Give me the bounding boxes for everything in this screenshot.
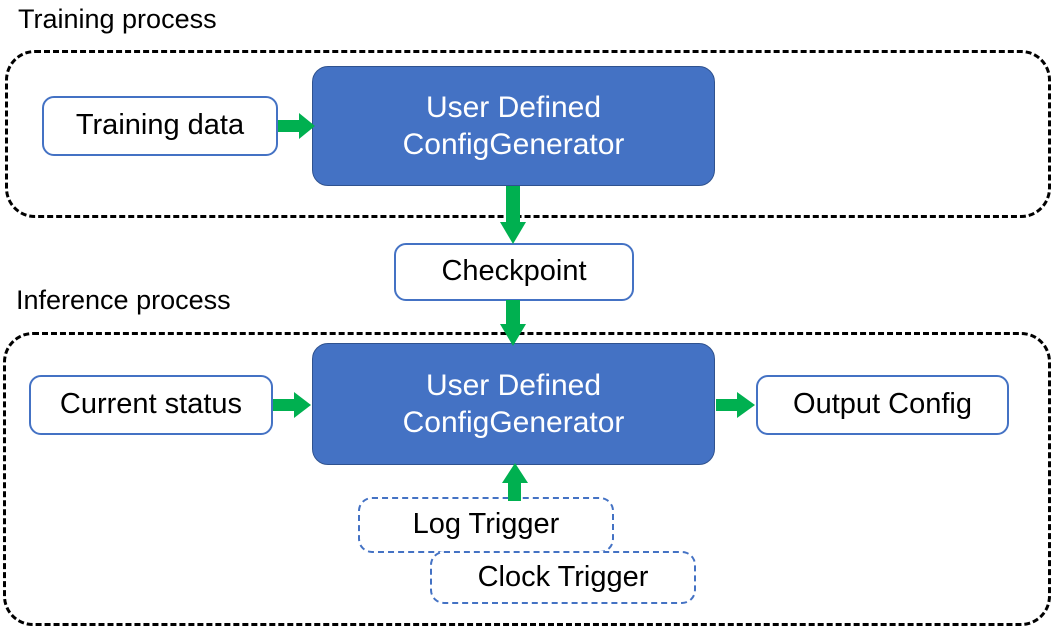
node-checkpoint[interactable]: Checkpoint bbox=[394, 243, 634, 301]
node-user-defined-configgenerator-inference[interactable]: User Defined ConfigGenerator bbox=[312, 343, 715, 465]
inference-process-container bbox=[3, 332, 1051, 626]
generator-inference-line-2: ConfigGenerator bbox=[402, 406, 625, 439]
generator-training-line-2: ConfigGenerator bbox=[402, 128, 625, 161]
training-process-container bbox=[5, 50, 1051, 218]
inference-process-caption: Inference process bbox=[16, 285, 231, 315]
node-user-defined-configgenerator-training[interactable]: User Defined ConfigGenerator bbox=[312, 66, 715, 186]
generator-inference-line-1: User Defined bbox=[425, 368, 602, 402]
node-current-status[interactable]: Current status bbox=[29, 375, 273, 435]
node-output-config[interactable]: Output Config bbox=[756, 375, 1009, 435]
training-process-caption: Training process bbox=[18, 4, 217, 34]
node-training-data[interactable]: Training data bbox=[42, 96, 278, 156]
generator-training-line-1: User Defined bbox=[425, 90, 602, 124]
node-log-trigger[interactable]: Log Trigger bbox=[358, 497, 614, 553]
node-clock-trigger[interactable]: Clock Trigger bbox=[430, 551, 696, 604]
